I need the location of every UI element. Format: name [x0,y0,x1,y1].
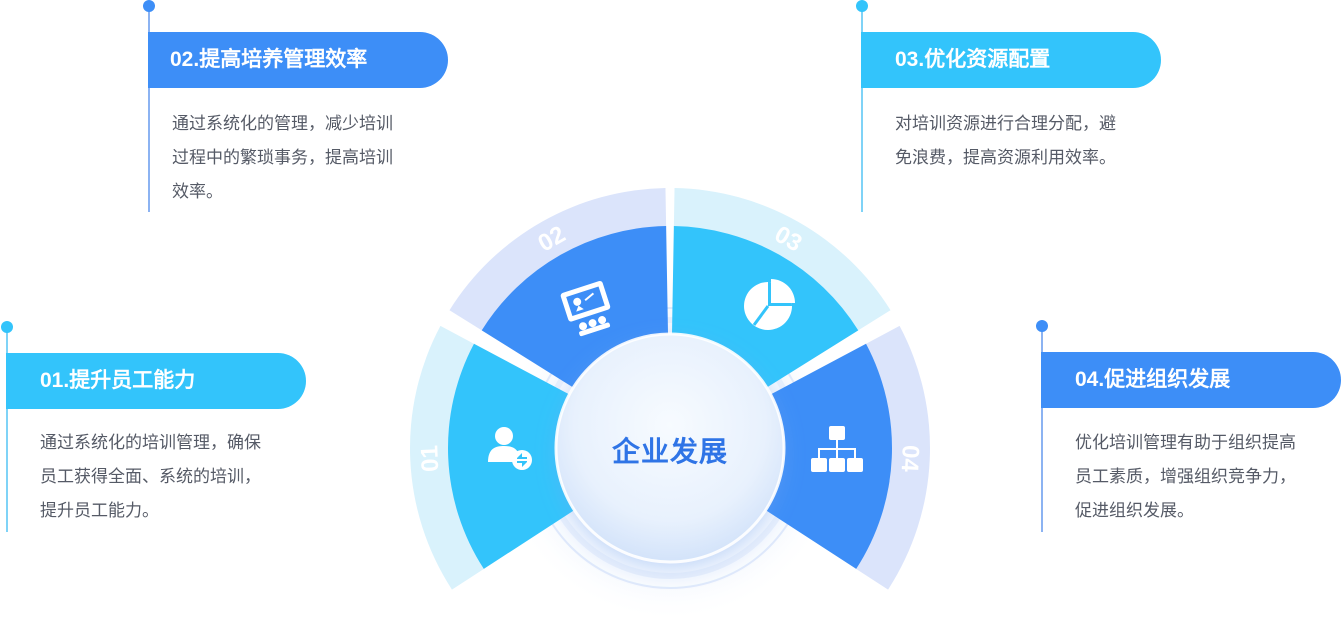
connector-line-02 [148,10,150,212]
sector-inner-04 [763,343,892,569]
connector-line-03 [861,10,863,212]
item-desc-01: 通过系统化的培训管理，确保 员工获得全面、系统的培训， 提升员工能力。 [40,426,261,528]
connector-dot-03 [856,0,868,12]
sector-outer-03 [673,188,891,332]
desc-line: 员工获得全面、系统的培训， [40,467,261,486]
user-swap-icon [488,427,532,470]
desc-line: 促进组织发展。 [1075,501,1194,520]
center-title: 企业发展 [611,436,728,467]
connector-dot-02 [143,0,155,12]
connector-dot-04 [1036,320,1048,332]
item-desc-03: 对培训资源进行合理分配，避 免浪费，提高资源利用效率。 [895,107,1116,175]
pie-chart-icon [744,279,795,330]
desc-line: 员工素质，增强组织竞争力， [1075,467,1296,486]
center-sphere-edge [554,332,786,564]
desc-line: 提升员工能力。 [40,501,159,520]
item-title-01: 01.提升员工能力 [6,353,306,409]
item-title-02: 02.提高培养管理效率 [148,32,448,88]
item-desc-02: 通过系统化的管理，减少培训 过程中的繁琐事务，提高培训 效率。 [172,107,393,209]
sector-outer-01 [410,325,486,590]
desc-line: 通过系统化的管理，减少培训 [172,114,393,133]
item-title-04: 04.促进组织发展 [1041,352,1341,408]
org-chart-icon [811,426,863,472]
item-title-03: 03.优化资源配置 [861,32,1161,88]
sector-outer-02 [449,188,667,332]
item-desc-04: 优化培训管理有助于组织提高 员工素质，增强组织竞争力， 促进组织发展。 [1075,426,1296,528]
connector-line-01 [6,330,8,532]
connector-dot-01 [1,321,13,333]
desc-line: 通过系统化的培训管理，确保 [40,433,261,452]
connector-line-04 [1041,330,1043,532]
desc-line: 免浪费，提高资源利用效率。 [895,148,1116,167]
presentation-icon [560,280,611,337]
sector-number-01: 01 [416,445,444,473]
sector-outer-04 [854,325,930,590]
desc-line: 对培训资源进行合理分配，避 [895,114,1116,133]
center-sphere [556,334,784,562]
desc-line: 优化培训管理有助于组织提高 [1075,433,1296,452]
desc-line: 效率。 [172,182,223,201]
desc-line: 过程中的繁琐事务，提高培训 [172,148,393,167]
sector-number-04: 04 [896,445,924,473]
